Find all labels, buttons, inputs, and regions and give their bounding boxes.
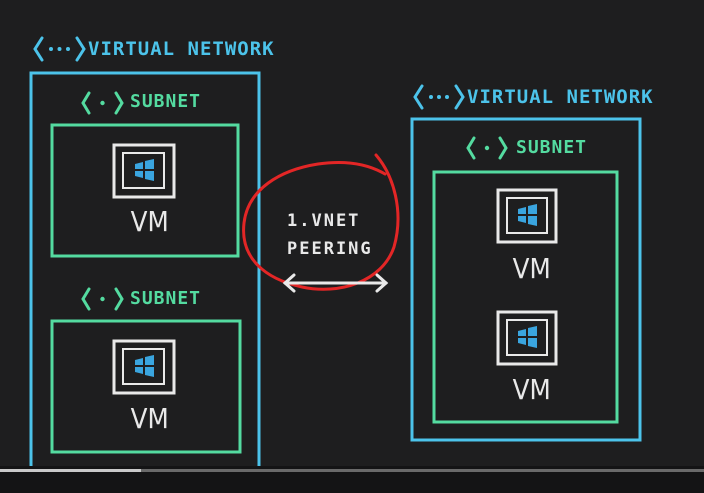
right-vnet-title-icon [413,84,465,110]
left-subnet1-icon [81,91,124,115]
vm-label: VM [512,373,551,406]
peering-label-line1: 1.VNET [287,211,361,231]
progress-fill [0,469,141,472]
left-vnet-dots [49,47,70,51]
left-subnet2-title: SUBNET [130,288,202,309]
progress-track [0,469,704,472]
left-subnet1-border [50,123,240,258]
video-progress-bar[interactable] [0,466,704,493]
vm-label: VM [512,252,551,285]
right-subnet-dot [484,145,490,151]
right-vnet-title: VIRTUAL NETWORK [467,86,654,108]
right-subnet-border [432,170,619,424]
left-subnet1-title: SUBNET [130,91,202,112]
peering-label-line2: PEERING [287,239,373,259]
left-subnet1-dot [100,100,105,106]
left-vnet-title: VIRTUAL NETWORK [88,38,275,60]
right-subnet-title: SUBNET [516,137,588,158]
right-subnet-icon [466,136,508,160]
peering-highlight-circle [242,153,400,291]
left-subnet2-border [50,319,242,454]
vm-icon [496,310,558,366]
double-arrow-icon [282,273,389,293]
vm-label: VM [130,402,169,435]
left-subnet2-icon [81,287,124,311]
left-vnet-title-icon [33,36,86,62]
vm-icon [496,188,558,244]
right-vnet-dots [429,95,449,99]
vm-icon [112,143,176,199]
vm-label: VM [130,205,169,238]
right-vnet-border [410,117,642,442]
left-subnet2-dot [100,296,105,302]
vm-icon [112,339,176,395]
